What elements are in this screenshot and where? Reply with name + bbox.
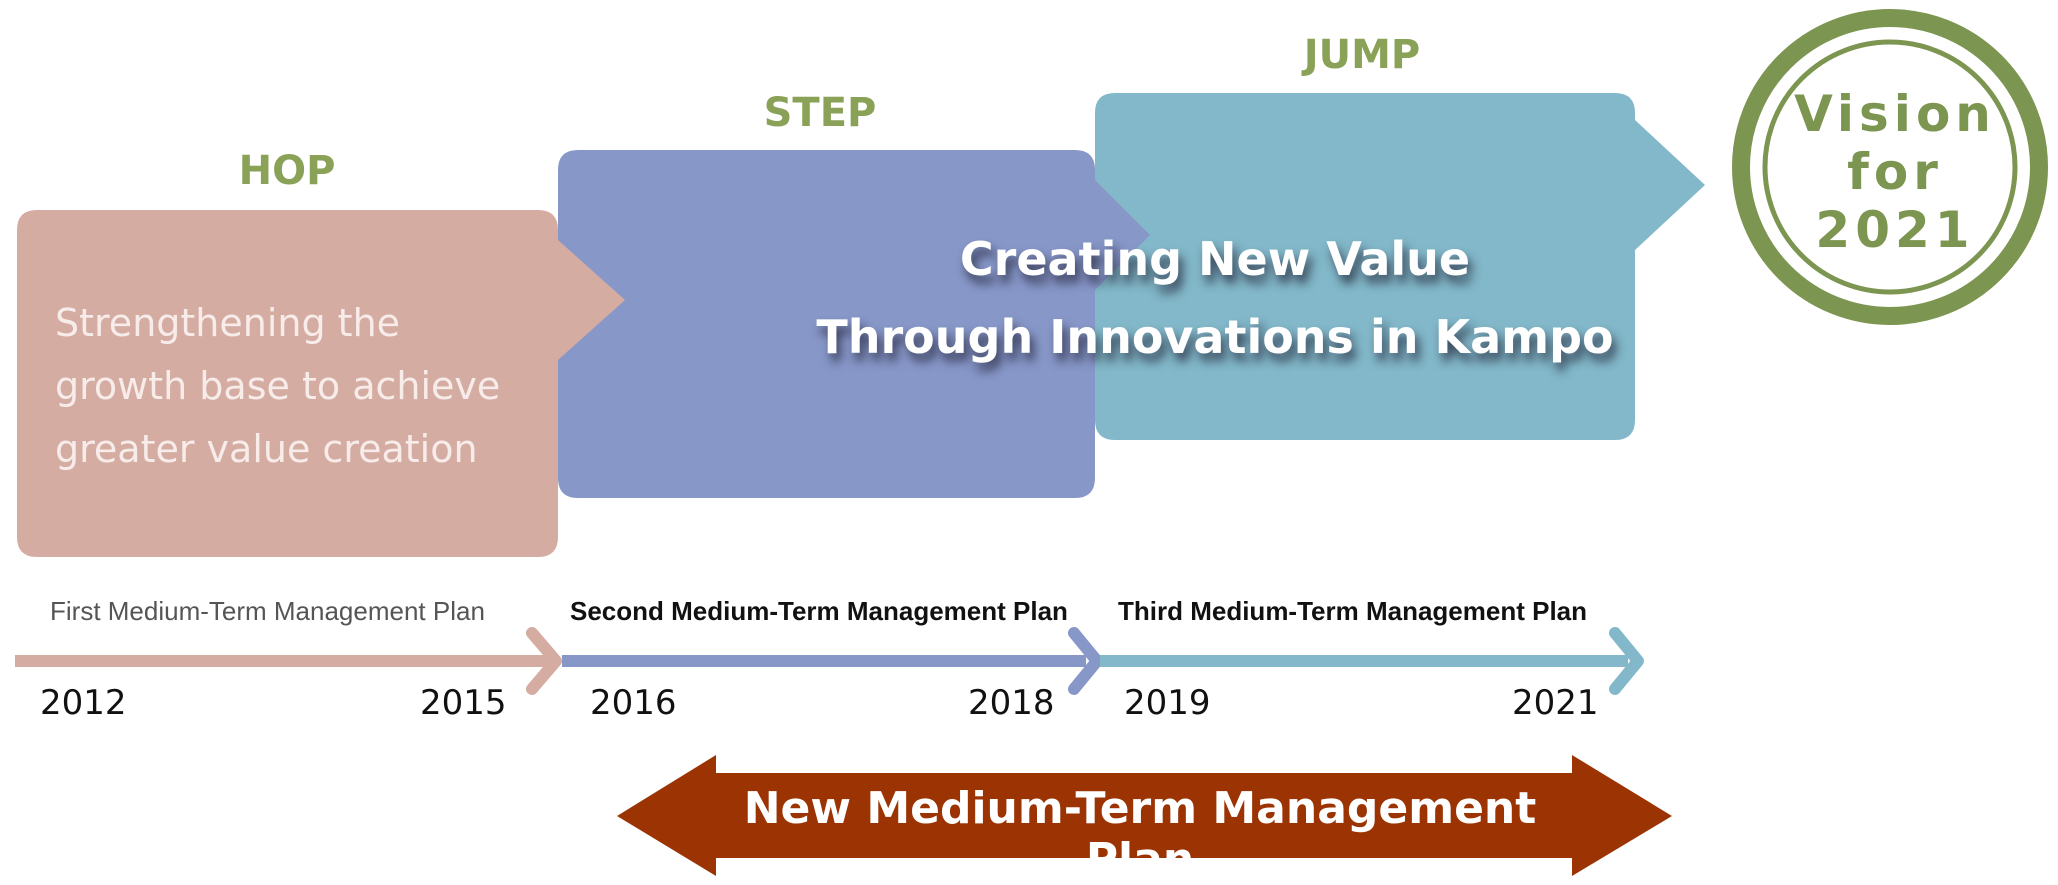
central-message-line-2: Through Innovations in Kampo: [816, 310, 1614, 364]
vision-badge-line-3: 2021: [1815, 201, 1975, 259]
timeline-arrowhead-third: [1609, 627, 1644, 695]
first-plan-label: First Medium-Term Management Plan: [50, 596, 485, 626]
second-plan-label: Second Medium-Term Management Plan: [570, 596, 1068, 626]
year-label: 2018: [968, 683, 1055, 723]
central-message-line-1: Creating New Value: [959, 232, 1471, 286]
new-plan-label: New Medium-Term Management Plan: [743, 783, 1537, 885]
timeline-arrowhead-second: [1068, 627, 1103, 695]
vision-badge-outer-ring: [1732, 9, 2048, 325]
year-label: 2021: [1512, 683, 1599, 723]
central-message: Creating New Value Through Innovations i…: [740, 220, 1690, 376]
jump-label: JUMP: [1303, 32, 1421, 78]
hop-description-line-2: growth base to achieve: [55, 364, 501, 408]
new-plan-double-arrow: [617, 755, 1672, 876]
hop-label: HOP: [238, 148, 336, 194]
hop-arrow-box: [17, 210, 625, 557]
vision-badge-line-2: for: [1847, 143, 1943, 201]
year-label: 2012: [40, 683, 127, 723]
jump-arrow-box: [1095, 93, 1705, 440]
vision-badge-text: Vision for 2021: [1735, 85, 2055, 259]
third-plan-label: Third Medium-Term Management Plan: [1118, 596, 1588, 626]
year-label: 2016: [590, 683, 677, 723]
year-label: 2015: [420, 683, 507, 723]
hop-description-line-3: greater value creation: [55, 427, 478, 471]
timeline-arrowhead-first: [526, 627, 562, 695]
hop-description: Strengthening the growth base to achieve…: [55, 292, 535, 481]
step-arrow-box: [558, 150, 1150, 498]
year-label: 2019: [1124, 683, 1211, 723]
vision-badge-line-1: Vision: [1794, 85, 1996, 143]
step-label: STEP: [763, 90, 877, 136]
vision-badge-inner-ring: [1762, 39, 2018, 295]
hop-description-line-1: Strengthening the: [55, 301, 401, 345]
